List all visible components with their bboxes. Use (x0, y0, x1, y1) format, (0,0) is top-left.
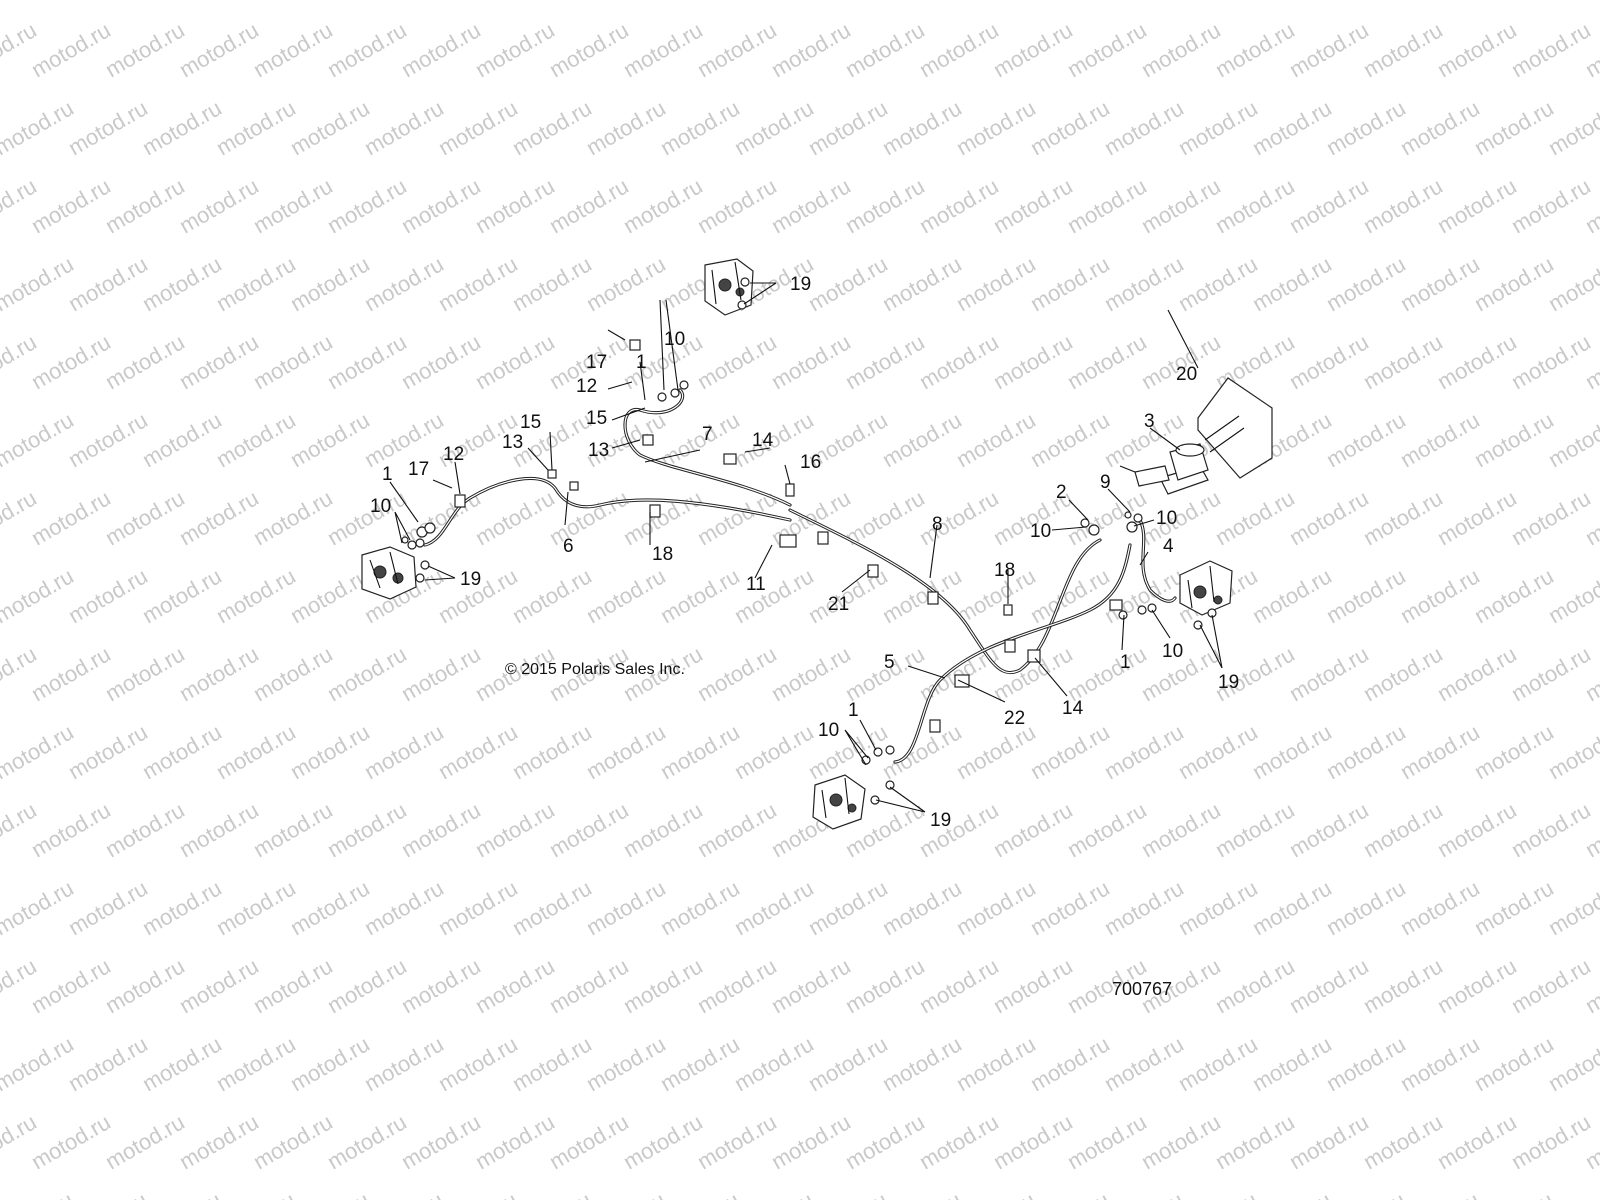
label-20: 20 (1176, 364, 1197, 385)
label-15a: 15 (520, 412, 541, 433)
label-2: 2 (1056, 482, 1067, 503)
label-21: 21 (828, 594, 849, 615)
label-3: 3 (1144, 411, 1155, 432)
label-17a: 17 (408, 459, 429, 480)
label-15b: 15 (586, 408, 607, 429)
label-11: 11 (746, 574, 766, 595)
label-10f: 10 (818, 720, 839, 741)
label-13b: 13 (588, 440, 609, 461)
label-10e: 10 (1162, 641, 1183, 662)
label-14a: 14 (752, 430, 774, 451)
label-14b: 14 (1062, 698, 1084, 719)
label-1a: 1 (382, 464, 393, 485)
diagram-code: 700767 (1112, 979, 1172, 999)
label-4: 4 (1163, 536, 1174, 557)
caliper-rear-left (812, 774, 866, 830)
caliper-rear-right (1179, 560, 1233, 616)
part-labels: 1 10 17 12 19 6 13 15 17 12 1 10 15 13 7… (370, 274, 1239, 831)
label-22: 22 (1004, 708, 1025, 729)
label-19d: 19 (930, 810, 951, 831)
label-1c: 1 (1120, 652, 1131, 673)
label-18b: 18 (994, 560, 1015, 581)
caliper-front-left (361, 546, 417, 600)
label-5: 5 (884, 652, 895, 673)
label-10d: 10 (1156, 508, 1177, 529)
label-12b: 12 (576, 376, 597, 397)
label-6: 6 (563, 536, 574, 557)
label-10c: 10 (1030, 521, 1051, 542)
label-7: 7 (702, 424, 713, 445)
label-17b: 17 (586, 352, 607, 373)
leader-lines (389, 282, 1223, 813)
label-8: 8 (932, 514, 943, 535)
bracket-20 (1197, 377, 1273, 479)
label-19c: 19 (1218, 672, 1239, 693)
label-9: 9 (1100, 472, 1111, 493)
label-12a: 12 (443, 444, 464, 465)
label-16: 16 (800, 452, 821, 473)
copyright-text: © 2015 Polaris Sales Inc. (505, 661, 685, 678)
label-10b: 10 (664, 329, 685, 350)
label-1b: 1 (636, 352, 647, 373)
label-10a: 10 (370, 496, 391, 517)
master-cylinder (1119, 443, 1209, 495)
label-1d: 1 (848, 700, 859, 721)
label-19b: 19 (790, 274, 811, 295)
label-18a: 18 (652, 544, 673, 565)
label-19a: 19 (460, 569, 481, 590)
label-13a: 13 (502, 432, 523, 453)
